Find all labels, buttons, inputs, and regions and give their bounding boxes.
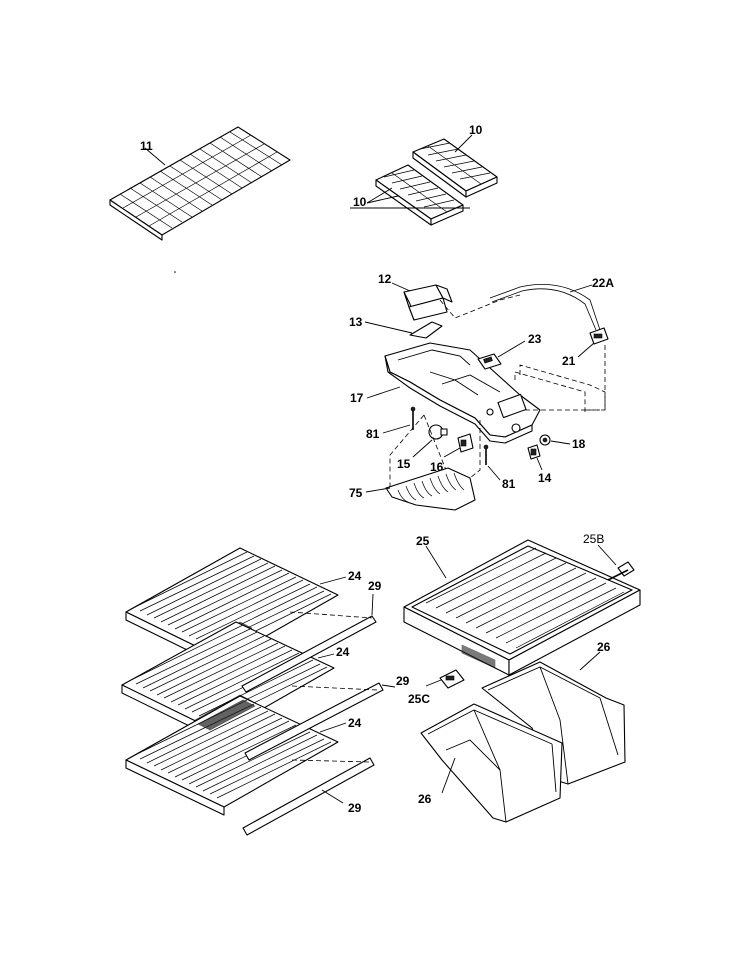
label-24-middle: 24 [336,645,350,659]
door-switch [527,444,541,460]
label-24-top: 24 [348,569,362,583]
light-bulb [428,424,448,440]
label-22A: 22A [592,276,614,290]
label-75: 75 [349,486,363,500]
ice-tray-upper [412,138,498,198]
crisper-cover [403,539,641,676]
control-housing [384,342,541,444]
humidity-control [607,561,635,581]
label-10-upper: 10 [469,123,483,137]
label-25: 25 [416,534,430,548]
label-14: 14 [538,471,552,485]
label-25B: 25B [583,532,604,546]
thermostat-knob [539,434,551,446]
label-17: 17 [350,391,364,405]
label-26-back: 26 [597,640,611,654]
screw-upper [410,406,416,430]
ice-tray-lower [375,164,464,226]
label-25C: 25C [408,692,430,706]
diffuser [409,321,443,339]
label-21: 21 [562,354,576,368]
light-socket [457,433,474,453]
connector [589,327,609,345]
label-24-bottom: 24 [348,716,362,730]
label-29-bottom: 29 [348,801,362,815]
label-10-lower: 10 [353,195,367,209]
shelf-trim-top [241,615,377,693]
label-81-lower: 81 [502,477,516,491]
stray-mark [174,271,176,273]
label-29-middle: 29 [396,674,410,688]
label-11: 11 [140,139,153,153]
screw-lower [483,444,489,465]
light-louver [385,467,476,511]
freezer-wire-shelf [109,126,291,241]
crisper-pan-back [481,661,626,785]
cover-bracket [439,669,465,689]
wire-shelf-bottom [125,695,339,816]
label-23: 23 [528,332,542,346]
label-13: 13 [349,315,363,329]
light-shield [403,284,453,321]
label-81-upper: 81 [366,427,380,441]
shelf-trim-middle [244,682,384,761]
shelf-trim-bottom [242,757,375,836]
wire-harness [489,284,601,331]
label-18: 18 [572,437,586,451]
label-26-front: 26 [418,792,432,806]
control-switch [477,353,502,370]
label-12: 12 [378,272,392,286]
label-15: 15 [397,457,411,471]
label-29-top: 29 [368,579,382,593]
